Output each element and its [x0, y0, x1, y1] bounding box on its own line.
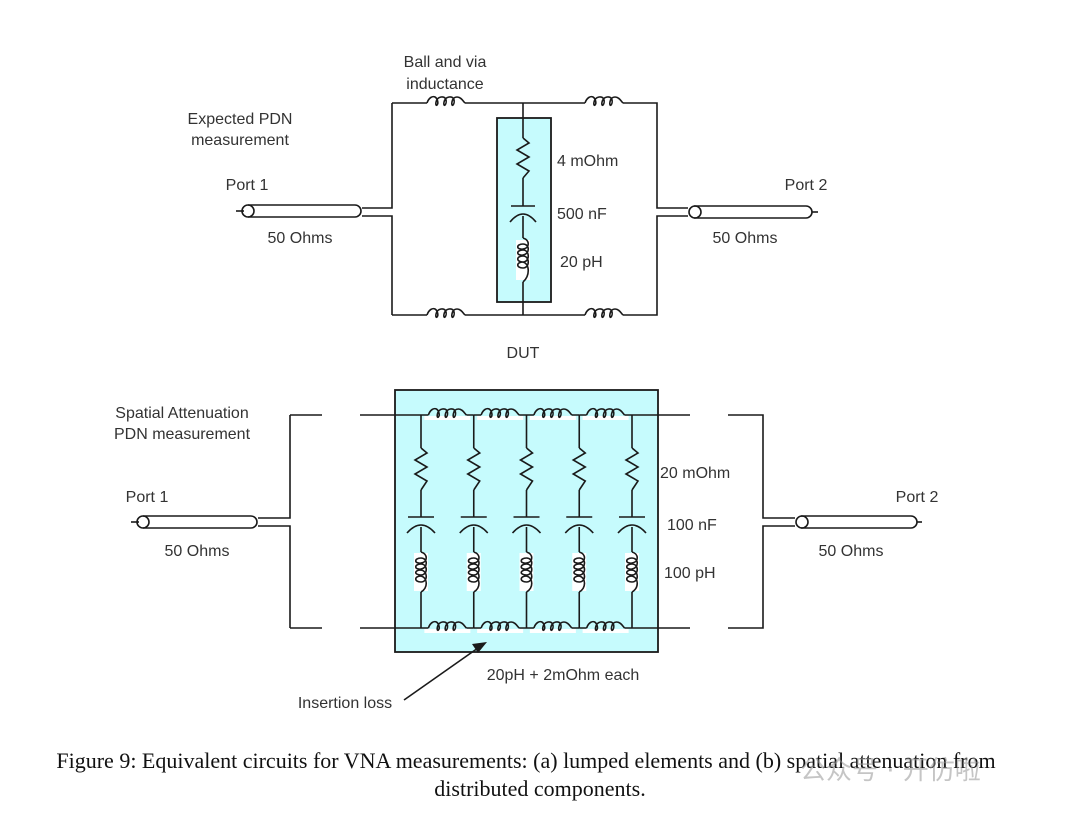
top-title-line2: measurement: [191, 132, 289, 149]
figure-caption: Figure 9: Equivalent circuits for VNA me…: [0, 747, 1080, 803]
dut-label: DUT: [507, 345, 540, 362]
resistor-icon: [515, 137, 531, 179]
shunt-branch: [406, 415, 436, 628]
dut-resistance: 4 mOhm: [557, 153, 618, 170]
resistor-icon: [518, 447, 535, 491]
segment-inductor-icon: [473, 407, 527, 420]
shunt-inductor-icon: [467, 551, 480, 593]
caption-line2: distributed components.: [434, 776, 646, 801]
capacitor-icon: [617, 516, 647, 534]
shunt-branch: [511, 415, 542, 628]
top-circuit: Ball and via inductance Expected PDN mea…: [188, 54, 828, 362]
shunt-inductor-icon: [520, 551, 533, 593]
outer-bottom-wire: [290, 525, 795, 629]
capacitor-icon: [459, 516, 489, 534]
shunt-branch: [459, 415, 489, 628]
insertion-loss-arrow-icon: [403, 642, 487, 701]
resistor-icon: [413, 447, 429, 491]
segment-inductor-icon: [421, 407, 474, 420]
segment-inductor-icon: [579, 620, 632, 633]
port2-coax-icon: [795, 515, 922, 529]
shunt-inductor-icon: [414, 551, 428, 593]
bottom-port1-label: Port 1: [126, 489, 169, 506]
top-port1-label: Port 1: [226, 177, 269, 194]
series-inductor-icon: [584, 307, 624, 319]
bottom-wire: [392, 215, 688, 316]
top-title-line1: Expected PDN: [188, 111, 293, 128]
shunt-inductor-icon: [573, 551, 586, 593]
top-port1-impedance: 50 Ohms: [268, 230, 333, 247]
bottom-title-line1: Spatial Attenuation: [115, 405, 248, 422]
circuit-diagram: Ball and via inductance Expected PDN mea…: [114, 54, 939, 712]
capacitor-icon: [509, 205, 537, 223]
port1-coax-icon: [131, 515, 258, 529]
insertion-loss-label: Insertion loss: [298, 695, 392, 712]
port2-coax-icon: [688, 205, 818, 219]
segment-inductor-icon: [579, 407, 632, 420]
branch-inductance: 100 pH: [664, 565, 716, 582]
resistor-icon: [624, 447, 640, 491]
shunt-inductor-icon: [516, 237, 530, 283]
branch-resistance: 20 mOhm: [660, 465, 730, 482]
outer-top-wire: [290, 414, 795, 519]
series-inductor-icon: [584, 95, 624, 107]
watermark: 公众号 · 开仿啦: [800, 756, 981, 786]
capacitor-icon: [406, 516, 436, 534]
resistor-icon: [466, 447, 482, 491]
shunt-branch: [617, 415, 647, 628]
shunt-branches: [406, 415, 647, 628]
shunt-inductor-icon: [625, 551, 639, 593]
segment-note: 20pH + 2mOhm each: [487, 667, 640, 684]
resistor-icon: [571, 447, 587, 491]
shunt-branch: [564, 415, 594, 628]
capacitor-icon: [511, 516, 542, 534]
top-port2-impedance: 50 Ohms: [713, 230, 778, 247]
segment-inductor-icon: [526, 620, 580, 633]
segment-inductor-icon: [526, 407, 580, 420]
top-port2-label: Port 2: [785, 177, 828, 194]
series-inductors: [421, 407, 632, 633]
top-wire: [392, 102, 688, 209]
bottom-port2-label: Port 2: [896, 489, 939, 506]
bottom-port2-impedance: 50 Ohms: [819, 543, 884, 560]
dut-capacitance: 500 nF: [557, 206, 607, 223]
bottom-title-line2: PDN measurement: [114, 426, 251, 443]
caption-line1: Figure 9: Equivalent circuits for VNA me…: [56, 748, 996, 773]
port1-coax-icon: [236, 204, 362, 218]
bottom-circuit: Spatial Attenuation PDN measurement 20 m…: [114, 389, 939, 712]
series-inductor-icon: [426, 307, 466, 319]
inductance-label-line2: inductance: [406, 76, 483, 93]
bottom-port1-impedance: 50 Ohms: [165, 543, 230, 560]
series-inductor-icon: [426, 95, 466, 107]
outer-left-rail: [258, 415, 291, 628]
segment-inductor-icon: [421, 620, 474, 633]
capacitor-icon: [564, 516, 594, 534]
branch-capacitance: 100 nF: [667, 517, 717, 534]
inductance-label-line1: Ball and via: [404, 54, 487, 71]
dut-inductance: 20 pH: [560, 254, 603, 271]
segment-inductor-icon: [473, 620, 527, 633]
left-rail: [362, 103, 393, 315]
